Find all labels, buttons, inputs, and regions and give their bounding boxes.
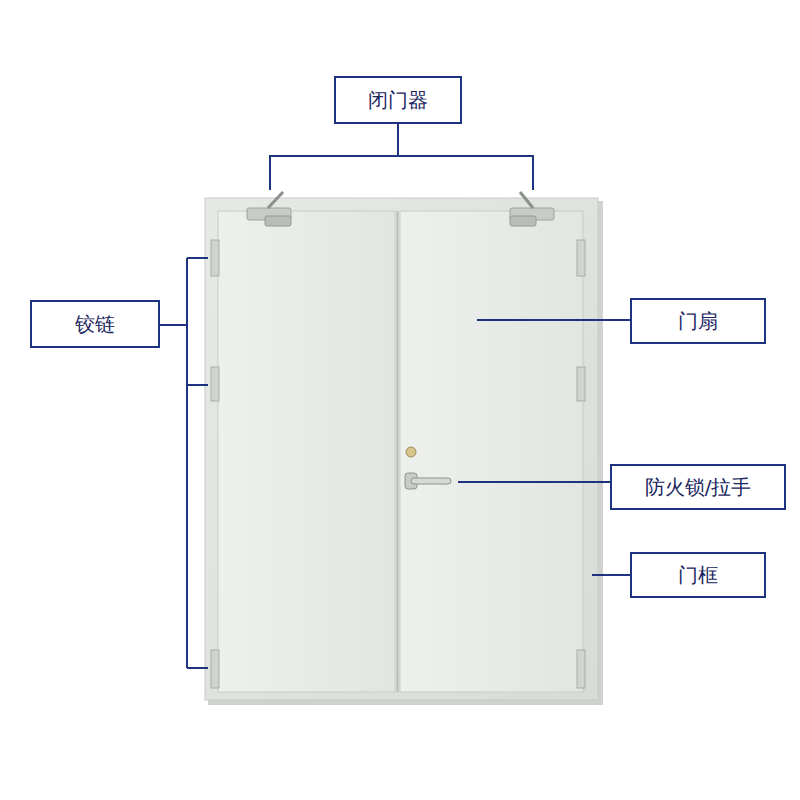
callout-box: 门框 <box>630 552 766 598</box>
part-label: 门框 <box>678 563 718 587</box>
callout-box: 门扇 <box>630 298 766 344</box>
part-label: 铰链 <box>75 312 115 336</box>
leaf-gap <box>397 211 399 692</box>
part-label: 门扇 <box>678 309 718 333</box>
hinges <box>211 240 585 688</box>
callout-box: 铰链 <box>30 300 160 348</box>
door-closers <box>247 192 554 226</box>
right-door-leaf <box>400 211 583 692</box>
leader-lines <box>160 124 630 668</box>
callout-box: 防火锁/拉手 <box>610 464 786 510</box>
part-label: 防火锁/拉手 <box>645 475 752 499</box>
door-frame <box>205 198 598 700</box>
lock-handle <box>405 447 451 489</box>
door-shadow <box>208 201 603 705</box>
part-label: 闭门器 <box>368 88 428 112</box>
callout-box: 闭门器 <box>334 76 462 124</box>
left-door-leaf <box>218 211 395 692</box>
